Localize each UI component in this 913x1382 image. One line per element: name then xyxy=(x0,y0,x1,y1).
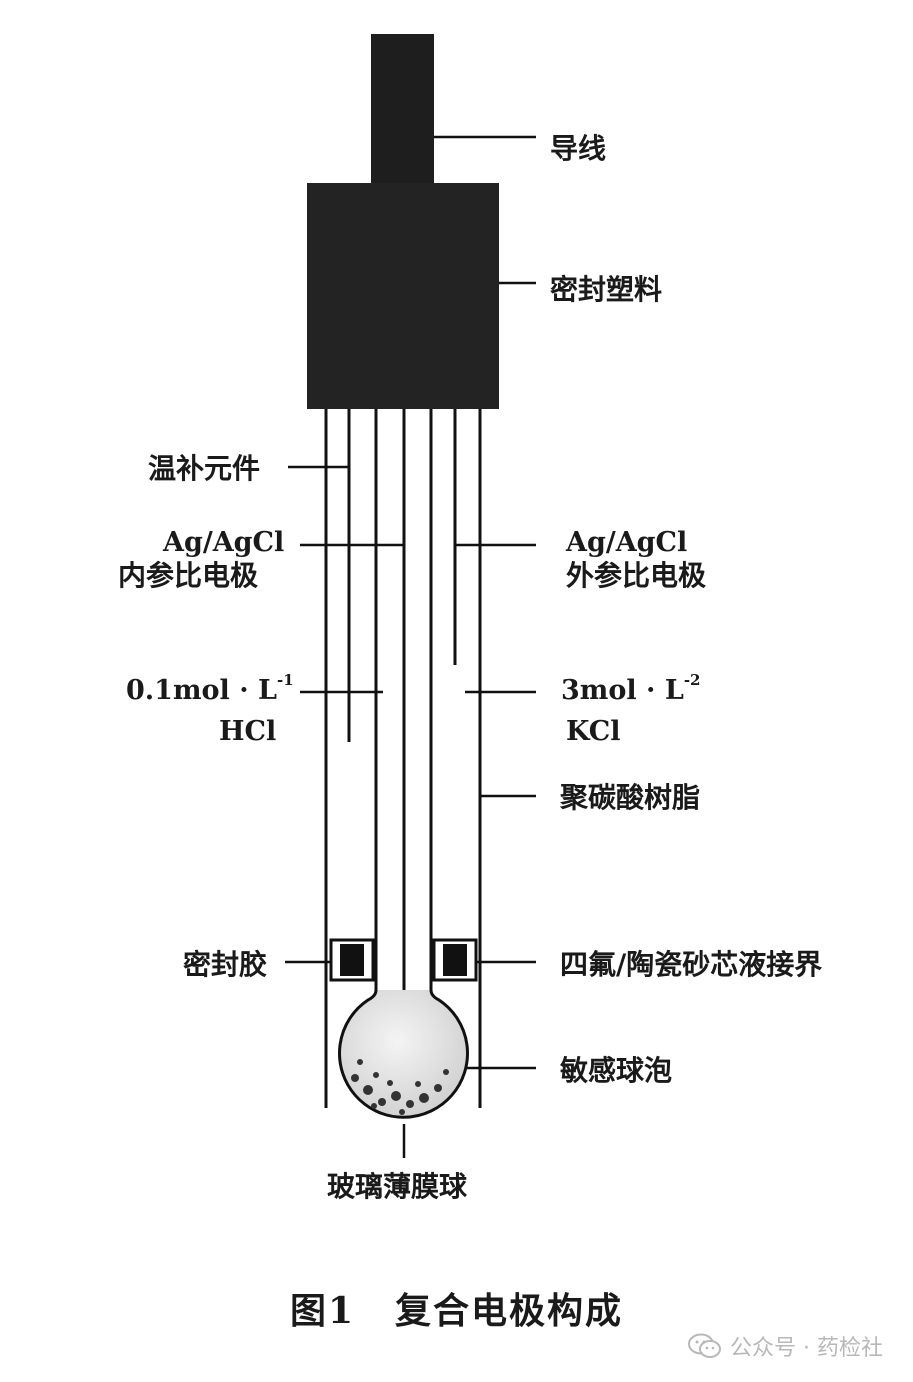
caption-number: 图1 xyxy=(289,1290,356,1332)
label-outer-solution-name: KCl xyxy=(566,716,621,747)
label-outer-ref-line1: Ag/AgCl xyxy=(565,527,687,558)
lead-wire xyxy=(371,34,434,184)
seal-plastic-block xyxy=(307,183,499,409)
bulb-particles xyxy=(351,1059,449,1115)
label-temp-comp: 温补元件 xyxy=(148,452,260,485)
sealant-core xyxy=(340,944,364,976)
label-junction: 四氟/陶瓷砂芯液接界 xyxy=(560,948,822,981)
label-sealant: 密封胶 xyxy=(183,948,267,981)
figure-caption: 图1 复合电极构成 xyxy=(0,1282,913,1334)
wechat-icon xyxy=(688,1333,722,1358)
label-inner-ref-line1: Ag/AgCl xyxy=(162,527,284,558)
glass-bulb xyxy=(338,989,469,1119)
watermark-text: 公众号 · 药检社 xyxy=(730,1336,883,1361)
label-polycarbonate: 聚碳酸树脂 xyxy=(559,781,700,814)
junction-core xyxy=(443,944,467,976)
inner-sol-exp: -1 xyxy=(277,671,294,689)
label-outer-ref-line2: 外参比电极 xyxy=(566,559,706,592)
label-wire: 导线 xyxy=(550,132,606,165)
outer-sol-exp: -2 xyxy=(684,671,701,689)
label-glass-membrane: 玻璃薄膜球 xyxy=(327,1170,468,1203)
inner-sol-conc-text: 0.1mol · L xyxy=(126,675,277,706)
label-inner-solution-name: HCl xyxy=(219,716,276,747)
label-bulb: 敏感球泡 xyxy=(559,1054,672,1087)
caption-title: 复合电极构成 xyxy=(395,1290,624,1332)
label-inner-solution-conc: 0.1mol · L-1 xyxy=(126,671,294,706)
leader-lines xyxy=(285,135,536,1158)
label-outer-solution-conc: 3mol · L-2 xyxy=(561,671,700,706)
outer-sol-conc-text: 3mol · L xyxy=(561,675,684,706)
label-seal-plastic: 密封塑料 xyxy=(550,273,662,306)
label-inner-ref-line2: 内参比电极 xyxy=(118,559,258,592)
watermark: 公众号 · 药检社 xyxy=(688,1330,883,1362)
